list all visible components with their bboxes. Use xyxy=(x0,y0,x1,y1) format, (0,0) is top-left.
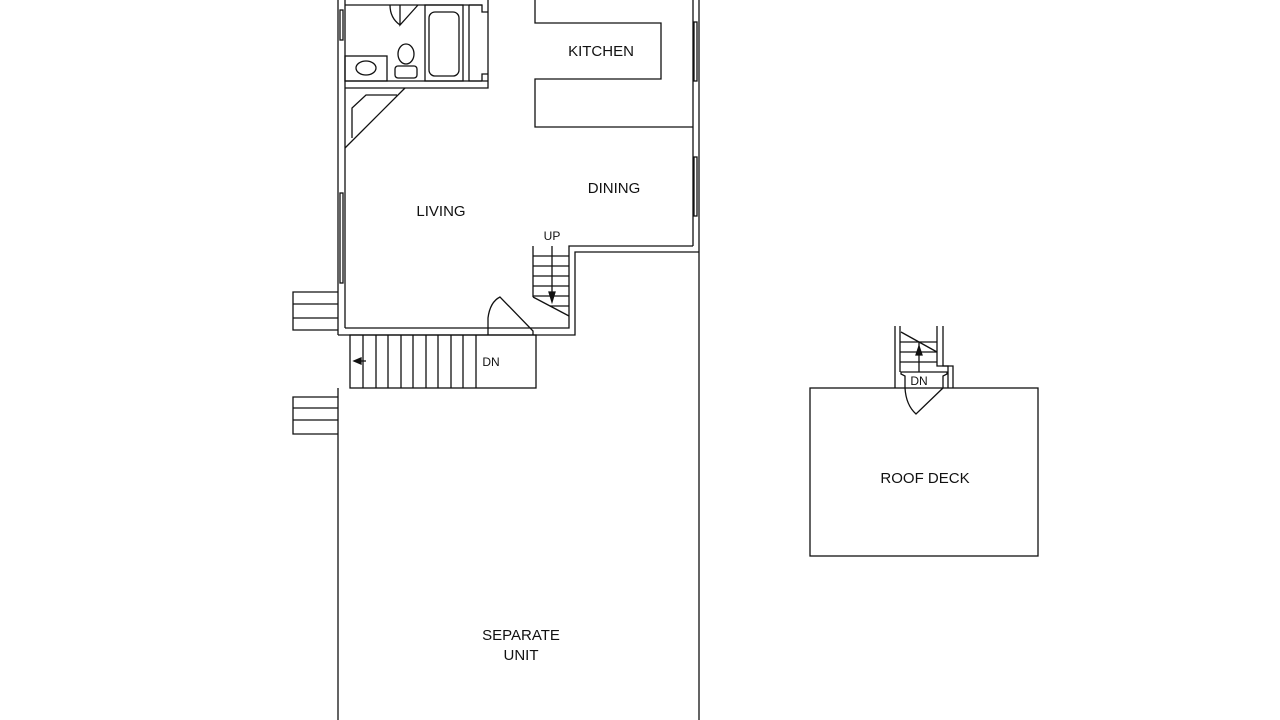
entry-door xyxy=(487,296,534,335)
stairs-up xyxy=(532,246,570,317)
roof-deck xyxy=(809,326,1039,557)
roof-stairs-down-label: DN xyxy=(910,374,927,388)
stairs-down-label: DN xyxy=(482,355,499,369)
room-label-roof-deck: ROOF DECK xyxy=(880,470,969,487)
room-label-dining: DINING xyxy=(588,180,641,197)
room-label-living: LIVING xyxy=(416,203,465,220)
room-label-separate-unit-2: UNIT xyxy=(504,647,539,664)
room-label-kitchen: KITCHEN xyxy=(568,43,634,60)
exterior-steps xyxy=(292,291,338,435)
stairs-down xyxy=(349,334,537,389)
kitchen-counters xyxy=(534,0,693,128)
room-label-separate-unit-1: SEPARATE xyxy=(482,627,560,644)
bathroom xyxy=(344,0,489,89)
exterior-walls xyxy=(337,0,700,720)
stairs-up-label: UP xyxy=(544,229,561,243)
closet xyxy=(344,87,406,149)
windows xyxy=(339,9,698,284)
